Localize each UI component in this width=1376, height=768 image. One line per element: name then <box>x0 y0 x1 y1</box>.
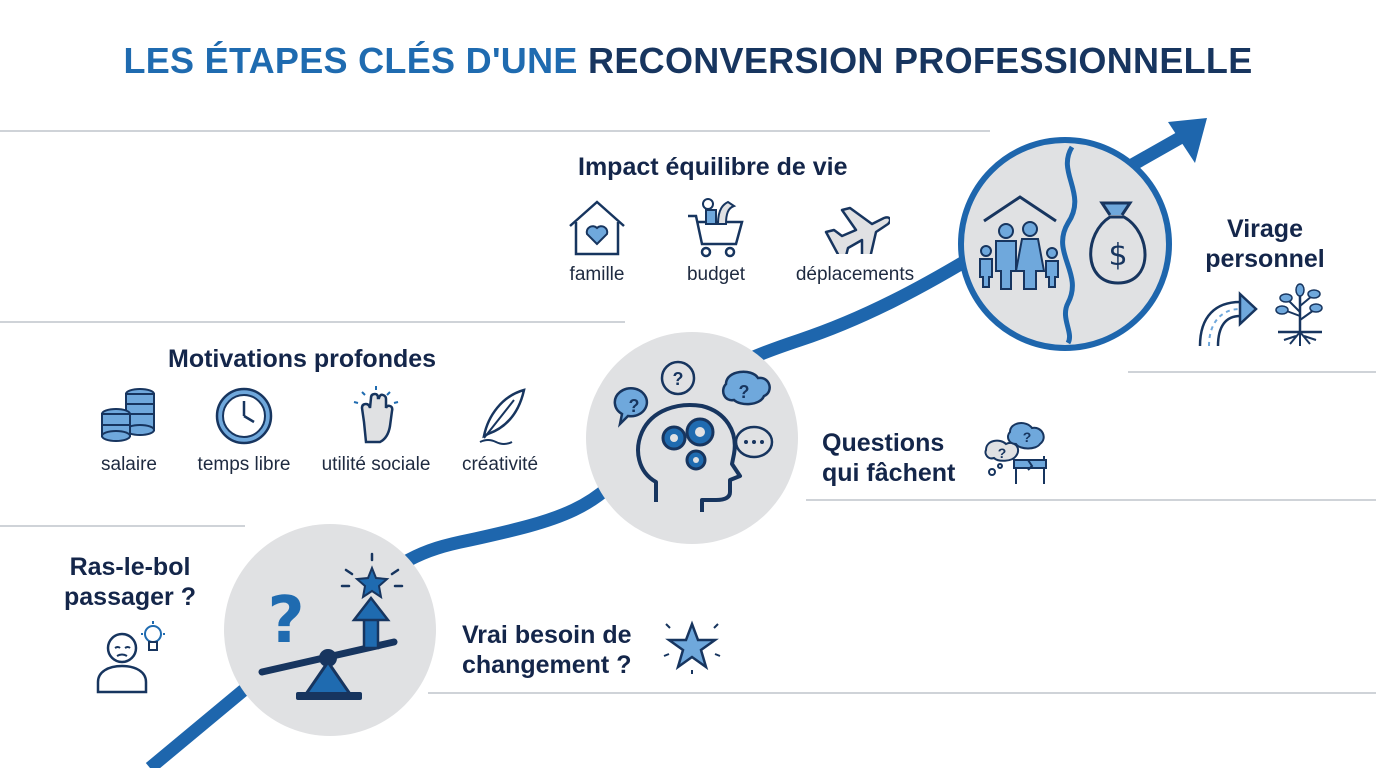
curved-arrow-icon <box>1198 291 1258 347</box>
separator-line <box>0 130 990 132</box>
separator-line <box>0 321 625 323</box>
virage-line2: personnel <box>1205 245 1325 273</box>
star-arrow-icon <box>340 552 404 650</box>
balance-question-circle: ? <box>224 524 436 736</box>
head-gears-icon <box>636 403 742 512</box>
svg-text:?: ? <box>739 382 750 402</box>
questions-line1: Questions <box>822 429 945 457</box>
raised-hand-icon <box>353 386 399 444</box>
vrai-besoin-line2: changement ? <box>462 651 632 679</box>
svg-text:?: ? <box>673 369 684 389</box>
family-icon <box>979 195 1059 290</box>
page-title: LES ÉTAPES CLÉS D'UNE RECONVERSION PROFE… <box>0 40 1376 82</box>
svg-text:$: $ <box>1108 238 1127 273</box>
separator-line <box>0 525 245 527</box>
svg-text:?: ? <box>1023 429 1032 445</box>
ras-le-bol-line1: Ras-le-bol <box>69 553 191 581</box>
motivation-label: temps libre <box>197 454 291 475</box>
head-gears-circle: ? ? ? <box>586 332 798 544</box>
motivation-label: utilité sociale <box>321 454 431 475</box>
motivation-label: créativité <box>461 454 539 475</box>
home-heart-icon <box>569 200 625 256</box>
question-mark-icon: ? <box>267 584 304 658</box>
airplane-icon <box>824 206 890 254</box>
motivations-heading: Motivations profondes <box>168 345 437 373</box>
ras-le-bol-heading: Ras-le-bol passager ? <box>50 552 210 612</box>
impact-heading: Impact équilibre de vie <box>578 153 848 181</box>
motivation-label: salaire <box>101 454 157 475</box>
ras-le-bol-line2: passager ? <box>63 583 196 611</box>
impact-label: budget <box>686 264 746 285</box>
lightbulb-icon <box>141 621 165 651</box>
impact-label: famille <box>569 264 625 285</box>
money-bag-icon: $ <box>1089 201 1147 285</box>
svg-text:?: ? <box>267 584 304 658</box>
questions-line2: qui fâchent <box>822 459 956 487</box>
svg-text:?: ? <box>998 445 1007 461</box>
separator-line <box>428 692 1376 694</box>
vrai-besoin-heading: Vrai besoin de changement ? <box>462 620 662 680</box>
clock-icon <box>215 387 273 445</box>
title-part-2: RECONVERSION PROFESSIONNELLE <box>588 40 1253 81</box>
separator-line <box>1128 371 1376 373</box>
tree-icon <box>1275 283 1323 346</box>
broken-bridge-icon <box>1013 456 1047 484</box>
star-icon <box>663 620 721 674</box>
virage-heading: Virage personnel <box>1190 214 1340 274</box>
separator-line <box>806 499 1376 501</box>
thought-bubbles-icon: ? ? <box>984 422 1045 476</box>
shopping-cart-icon <box>688 198 744 258</box>
speech-bubble-icon: ? ? ? <box>613 360 774 459</box>
questions-heading: Questions qui fâchent <box>822 428 982 488</box>
coins-icon <box>101 388 155 442</box>
family-money-circle: $ <box>958 137 1172 351</box>
title-part-1: LES ÉTAPES CLÉS D'UNE <box>123 40 578 81</box>
svg-text:?: ? <box>629 396 640 416</box>
person-icon <box>96 632 148 694</box>
feather-icon <box>479 388 526 445</box>
virage-line1: Virage <box>1227 215 1303 243</box>
impact-label: déplacements <box>795 264 915 285</box>
vrai-besoin-line1: Vrai besoin de <box>462 621 632 649</box>
